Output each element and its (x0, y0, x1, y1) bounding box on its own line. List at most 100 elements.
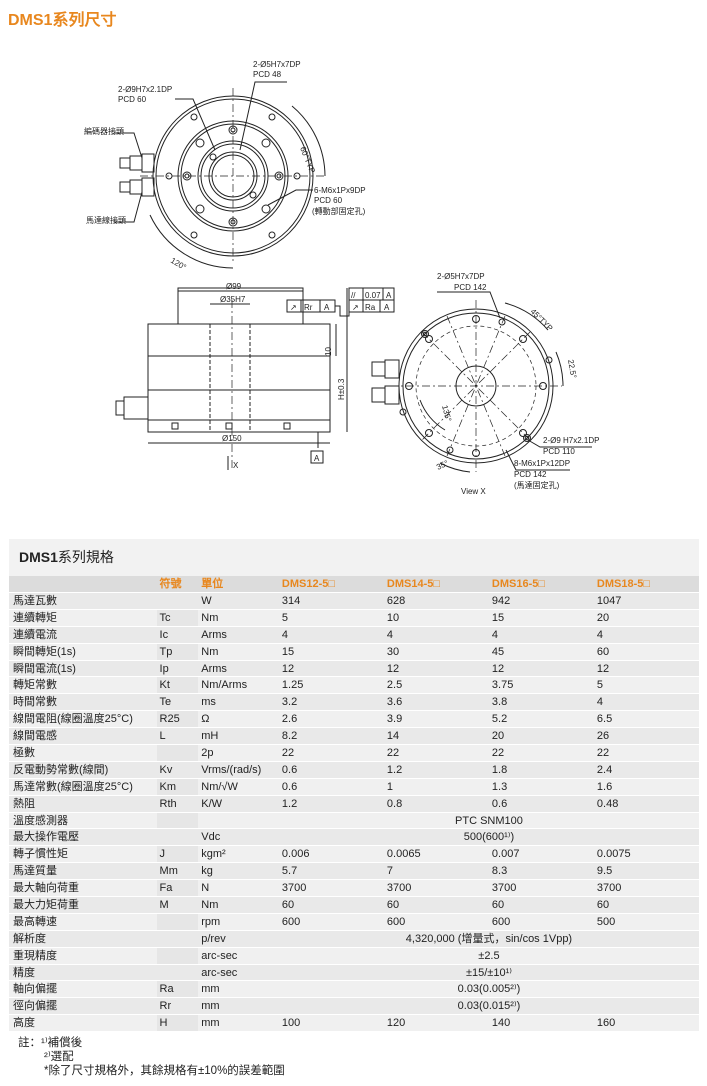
spec-cell: p/rev (198, 930, 279, 948)
spec-cell: K/W (198, 795, 279, 813)
spec-cell: 解析度 (9, 930, 157, 948)
spec-cell: 60 (593, 643, 699, 661)
spec-cell: mm (198, 997, 279, 1016)
spec-cell: 0.0065 (383, 845, 489, 864)
spec-cell: 4 (593, 626, 699, 644)
spec-cell: 22 (383, 744, 489, 762)
gdt-flat-sym: // (351, 291, 356, 300)
spec-cell: 30 (383, 643, 489, 661)
top-connectors (119, 153, 155, 197)
spec-cell: Ra (156, 980, 199, 999)
spec-cell: M (156, 896, 199, 914)
spec-title-bold: DMS1 (19, 549, 58, 565)
top-hole-1-label: 2-Ø9H7x2.1DP (118, 85, 172, 94)
spec-cell (156, 913, 199, 931)
spec-cell-span: 4,320,000 (增量式，sin/cos 1Vpp) (278, 930, 699, 948)
spec-cell: 10 (383, 609, 489, 627)
spec-header-cell: DMS16-5□ (488, 576, 594, 593)
spec-cell: rpm (198, 913, 279, 931)
spec-cell: 5.7 (278, 862, 384, 881)
spec-cell: 20 (593, 609, 699, 627)
bottom-angle-225: 22.5° (566, 359, 578, 379)
spec-cell: 5.2 (488, 710, 594, 729)
spec-cell: N (198, 879, 279, 898)
spec-cell (156, 964, 199, 982)
spec-cell: 熱阻 (9, 795, 157, 813)
spec-cell: 20 (488, 727, 594, 746)
spec-cell: Tp (156, 643, 199, 661)
spec-cell: Arms (198, 626, 279, 644)
spec-cell-span: 0.03(0.005²⁾) (278, 980, 699, 999)
spec-cell: 馬達瓦數 (9, 592, 157, 610)
spec-cell: 12 (383, 660, 489, 678)
spec-cell: 22 (278, 744, 384, 762)
bottom-tap-label: 8-M6x1Px12DP (514, 459, 570, 468)
spec-header-cell: 符號 (156, 576, 199, 593)
spec-cell: Vrms/(rad/s) (198, 761, 279, 779)
spec-cell: 4 (593, 693, 699, 712)
spec-cell-span: ±15/±10¹⁾ (278, 964, 699, 982)
spec-cell: 極數 (9, 744, 157, 762)
spec-cell: 連續電流 (9, 626, 157, 644)
gdt-runout-a-sym: ↗ (352, 303, 359, 312)
bottom-tap-pcd: PCD 142 (514, 470, 547, 479)
spec-cell-span: PTC SNM100 (278, 812, 699, 830)
spec-cell: 15 (278, 643, 384, 661)
spec-cell: kg (198, 862, 279, 881)
spec-cell: Te (156, 693, 199, 712)
spec-cell: J (156, 845, 199, 864)
spec-cell: 最大力矩荷重 (9, 896, 157, 914)
spec-cell: 徑向偏擺 (9, 997, 157, 1016)
spec-header-cell: DMS18-5□ (593, 576, 699, 593)
spec-cell: 最高轉速 (9, 913, 157, 931)
spec-cell: 2.4 (593, 761, 699, 779)
spec-cell: 0.8 (383, 795, 489, 813)
spec-cell (156, 947, 199, 965)
gdt-runout-a-label: Ra (365, 303, 376, 312)
spec-cell: 12 (278, 660, 384, 678)
spec-cell: Kv (156, 761, 199, 779)
spec-cell: 軸向偏擺 (9, 980, 157, 999)
note-3: *除了尺寸規格外，其餘規格有±10%的誤差範圍 (44, 1065, 285, 1077)
side-h-total: H±0.3 (337, 378, 346, 400)
spec-cell (156, 930, 199, 948)
spec-cell: Arms (198, 660, 279, 678)
spec-cell: 3700 (278, 879, 384, 898)
spec-cell: ms (198, 693, 279, 712)
spec-cell: 6.5 (593, 710, 699, 729)
spec-cell: 628 (383, 592, 489, 610)
notes-prefix: 註： (18, 1037, 41, 1049)
spec-cell: 60 (383, 896, 489, 914)
spec-cell: 精度 (9, 964, 157, 982)
spec-cell: Fa (156, 879, 199, 898)
spec-cell: 942 (488, 592, 594, 610)
spec-title: DMS1系列規格 (19, 547, 114, 567)
spec-cell: 9.5 (593, 862, 699, 881)
bottom-tap-note: (馬達固定孔) (514, 480, 560, 490)
spec-cell: 3.2 (278, 693, 384, 712)
bottom-holes (399, 315, 553, 457)
spec-cell: 2.6 (278, 710, 384, 729)
spec-cell: 12 (593, 660, 699, 678)
spec-cell: 5 (278, 609, 384, 627)
spec-cell: 7 (383, 862, 489, 881)
top-hole-2-pcd: PCD 48 (253, 70, 282, 79)
spec-cell: 100 (278, 1014, 384, 1033)
top-view (114, 81, 326, 269)
spec-cell: 0.6 (488, 795, 594, 813)
spec-cell: R25 (156, 710, 199, 729)
spec-cell: 4 (278, 626, 384, 644)
spec-cell: Nm/Arms (198, 676, 279, 695)
spec-cell: 4 (488, 626, 594, 644)
spec-cell: 8.2 (278, 727, 384, 746)
